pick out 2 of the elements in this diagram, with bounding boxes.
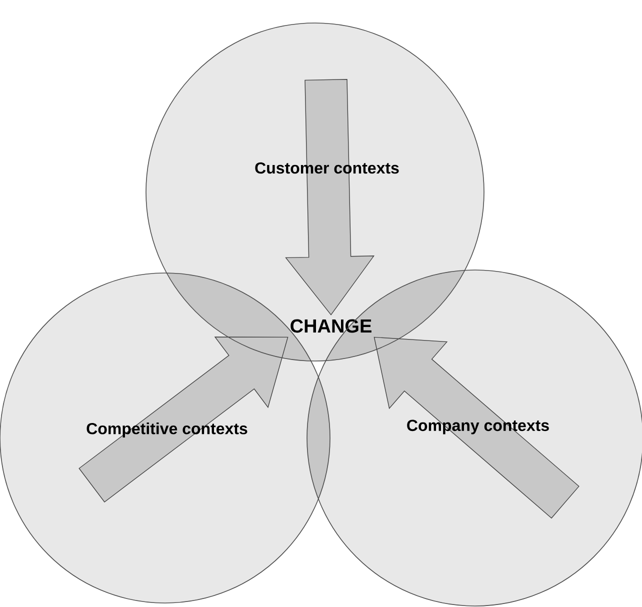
block-arrow	[285, 79, 374, 316]
block-arrow	[78, 336, 288, 502]
